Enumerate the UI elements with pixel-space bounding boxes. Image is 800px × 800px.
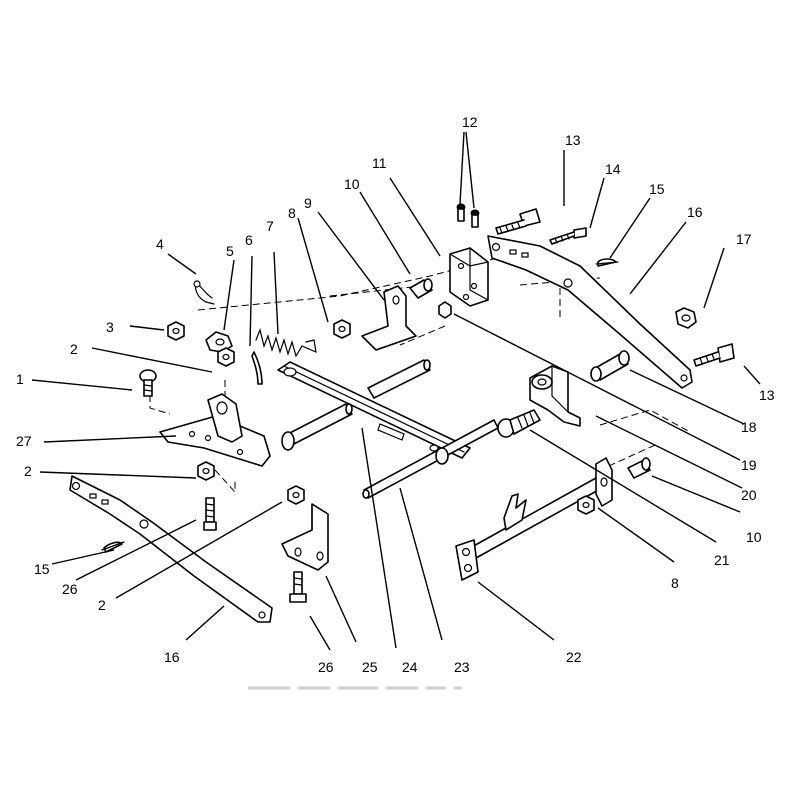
lower-left-link [69, 475, 273, 623]
callout-21: 21 [714, 552, 730, 568]
lower-bracket [281, 503, 329, 571]
upper-spacer [409, 278, 433, 299]
callout-16-top: 16 [687, 204, 703, 220]
mount-plate [159, 393, 271, 467]
upper-bolt [495, 208, 541, 235]
upper-cotter-pin [595, 258, 619, 267]
lower-shaft [455, 457, 613, 581]
callout-27: 27 [16, 433, 32, 449]
pivot-bracket [529, 365, 581, 427]
callout-13-right: 13 [759, 387, 775, 403]
lower-bolt [289, 571, 307, 603]
callout-17: 17 [736, 231, 752, 247]
callout-1: 1 [16, 371, 24, 387]
callout-24: 24 [402, 659, 418, 675]
callout-7: 7 [266, 218, 274, 234]
lower-nut-2 [287, 485, 305, 505]
callout-3: 3 [106, 319, 114, 335]
hairpin [193, 280, 215, 305]
callout-26-bottom: 26 [318, 659, 334, 675]
callout-10-top: 10 [344, 176, 360, 192]
callout-13-top: 13 [565, 132, 581, 148]
self-tapping-screw [549, 227, 587, 245]
spring-clip [251, 351, 263, 385]
callout-2-top: 2 [70, 341, 78, 357]
callout-14: 14 [605, 161, 621, 177]
callout-15-top: 15 [649, 181, 665, 197]
callout-15-left: 15 [34, 561, 50, 577]
callout-22: 22 [566, 649, 582, 665]
upper-right-link [487, 235, 693, 389]
callout-8-top: 8 [288, 205, 296, 221]
leader-lines [31, 131, 761, 651]
bracket-nut [438, 301, 452, 319]
callout-23: 23 [454, 659, 470, 675]
carriage-bolt-left [139, 369, 157, 397]
callout-9: 9 [304, 195, 312, 211]
callout-2-bottom: 2 [98, 597, 106, 613]
main-cross-bar [277, 361, 471, 459]
upper-nut [333, 319, 351, 339]
callout-18: 18 [741, 419, 757, 435]
upper-bracket [449, 247, 489, 307]
spacer-tube [590, 350, 630, 382]
callout-5: 5 [226, 243, 234, 259]
plate-bolt [203, 497, 217, 531]
lower-nut [577, 495, 595, 515]
callout-11: 11 [372, 155, 387, 171]
small-screws [456, 203, 480, 228]
callout-16-bottom: 16 [164, 649, 180, 665]
callout-12: 12 [462, 114, 478, 130]
clevis-pin [205, 331, 233, 353]
callout-25: 25 [362, 659, 378, 675]
right-nut [675, 307, 697, 329]
left-upper-nut [167, 321, 185, 341]
callout-4: 4 [156, 236, 164, 252]
callout-8-right: 8 [671, 575, 679, 591]
callout-10-right: 10 [746, 529, 762, 545]
callout-2-middle: 2 [24, 463, 32, 479]
right-bolt [693, 343, 735, 367]
upper-pin [367, 359, 431, 399]
callout-6: 6 [245, 232, 253, 248]
plate-bottom-nut [197, 461, 215, 481]
left-pin [281, 403, 353, 451]
callout-20: 20 [741, 487, 757, 503]
spring [255, 328, 317, 358]
callout-19: 19 [741, 457, 757, 473]
lower-spacer [627, 457, 651, 479]
long-rod [362, 419, 499, 499]
carriage-bolt-right [497, 409, 541, 438]
plate-top-nut [217, 347, 235, 367]
angle-bracket [361, 285, 417, 351]
callout-26-left: 26 [62, 581, 78, 597]
lower-cotter-pin [101, 541, 125, 553]
callout-labels: 12 13 14 15 16 17 13 18 19 20 10 21 8 22… [16, 114, 775, 675]
